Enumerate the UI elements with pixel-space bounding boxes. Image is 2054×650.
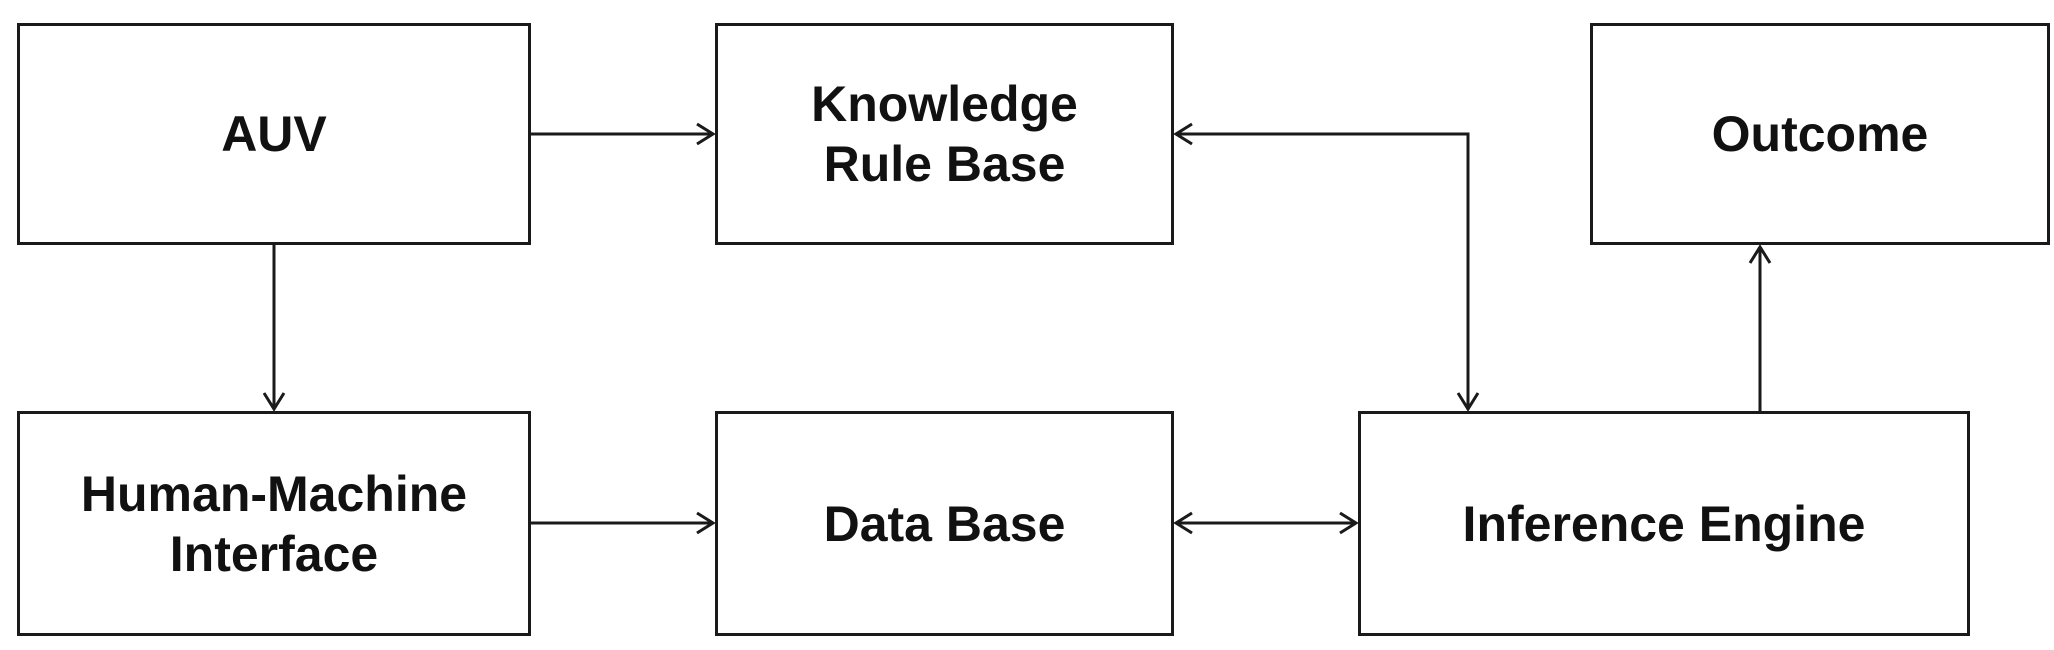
human-machine-interface-label-line-1: Human-Machine: [80, 465, 468, 522]
auv-label: AUV: [221, 104, 327, 164]
inference-engine-node: Inference Engine: [1358, 411, 1970, 636]
auv-node: AUV: [17, 23, 531, 245]
edge-data-base-inference-engine: [1173, 511, 1359, 535]
human-machine-interface-label-line-2: Interface: [169, 525, 379, 582]
edge-inference-engine-to-outcome: [1748, 244, 1772, 411]
knowledge-rule-base-label-line-2: Rule Base: [823, 136, 1066, 192]
inference-engine-label: Inference Engine: [1463, 494, 1866, 554]
edge-auv-to-knowledge-rule-base: [531, 122, 716, 146]
human-machine-interface-label: Human-Machine Interface: [81, 464, 467, 584]
knowledge-rule-base-node: Knowledge Rule Base: [715, 23, 1174, 245]
auv-label-line-1: AUV: [221, 106, 327, 162]
outcome-label-line-1: Outcome: [1711, 106, 1929, 162]
edge-auv-to-human-machine-interface: [262, 245, 286, 412]
data-base-label: Data Base: [824, 494, 1066, 554]
data-base-node: Data Base: [715, 411, 1174, 636]
knowledge-rule-base-label: Knowledge Rule Base: [811, 74, 1078, 194]
data-base-label-line-1: Data Base: [823, 495, 1066, 552]
outcome-label: Outcome: [1712, 104, 1929, 164]
knowledge-rule-base-label-line-1: Knowledge: [811, 76, 1078, 132]
edge-hmi-to-data-base: [531, 511, 716, 535]
inference-engine-label-line-1: Inference Engine: [1462, 495, 1866, 552]
human-machine-interface-node: Human-Machine Interface: [17, 411, 531, 636]
outcome-node: Outcome: [1590, 23, 2050, 245]
edge-knowledge-rule-base-inference-engine: [1173, 122, 1480, 412]
